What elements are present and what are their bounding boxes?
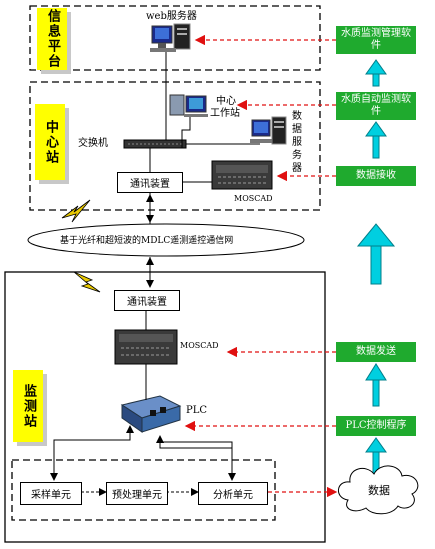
info-platform-label: 信息平台	[37, 8, 67, 70]
monitor-station-frame	[4, 271, 326, 543]
data-server-label: 数据服务器	[292, 111, 302, 174]
network-label: 基于光纤和超短波的MDLC遥测遥控通信网	[60, 236, 234, 246]
cyan-arrow-big	[356, 223, 396, 285]
center-station-text: 中心站	[43, 119, 58, 165]
plc-program-box: PLC控制程序	[336, 416, 416, 436]
center-station-label: 中心站	[35, 104, 65, 180]
info-platform-text: 信息平台	[45, 9, 60, 69]
sampling-unit: 采样单元	[20, 482, 82, 505]
plc-icon	[120, 395, 182, 433]
switch-label: 交换机	[78, 138, 108, 149]
data-cloud	[338, 465, 419, 515]
moscad-center-icon	[211, 160, 273, 190]
monitor-station-label: 监测站	[13, 370, 43, 442]
wireless-bolt-center	[61, 199, 91, 223]
web-server-icon	[150, 23, 191, 52]
moscad-center-label: MOSCAD	[234, 194, 273, 203]
network-ellipse	[27, 223, 305, 257]
units-frame	[11, 459, 276, 521]
analysis-unit: 分析单元	[198, 482, 268, 505]
info-platform-frame	[29, 5, 321, 71]
center-workstation-label-1: 中心	[216, 96, 236, 107]
switch-icon	[123, 139, 187, 149]
center-workstation-label-2: 工作站	[210, 108, 240, 119]
auto-monitor-software-box: 水质自动监测软件	[336, 92, 416, 120]
cyan-arrow-2	[365, 121, 387, 159]
web-server-label: web服务器	[146, 11, 197, 22]
comm-device-station: 通讯装置	[114, 290, 180, 311]
center-station-frame	[29, 81, 321, 211]
mgmt-software-box: 水质监测管理软件	[336, 26, 416, 54]
data-cloud-label: 数据	[368, 484, 390, 497]
cyan-arrow-1	[365, 59, 387, 87]
cyan-arrow-3	[365, 363, 387, 407]
moscad-station-icon	[114, 329, 178, 365]
data-send-box: 数据发送	[336, 342, 416, 362]
data-receive-box: 数据接收	[336, 166, 416, 186]
monitor-station-text: 监测站	[21, 383, 36, 429]
preprocessing-unit: 预处理单元	[106, 482, 168, 505]
wireless-bolt-station	[73, 271, 101, 293]
center-workstation-icon	[169, 94, 208, 117]
comm-device-center: 通讯装置	[117, 172, 183, 193]
moscad-station-label: MOSCAD	[180, 341, 219, 350]
plc-label: PLC	[186, 405, 208, 416]
data-server-icon	[250, 116, 287, 145]
